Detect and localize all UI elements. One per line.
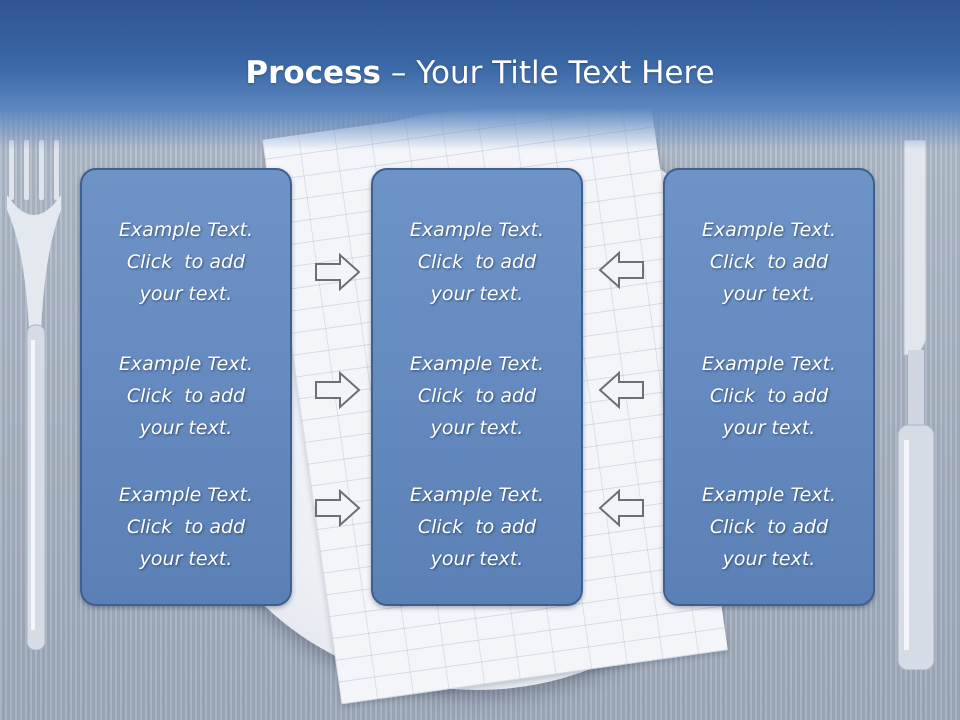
text-line: your text. [139,283,233,305]
text-placeholder[interactable]: Example Text. Click to add your text. [82,479,290,575]
text-line: Click to add [126,385,246,407]
text-placeholder[interactable]: Example Text. Click to add your text. [665,214,873,310]
arrow-right-icon[interactable] [314,252,362,292]
text-line: Click to add [417,516,537,538]
arrow-right-icon[interactable] [314,488,362,528]
text-line: Example Text. [409,219,545,241]
text-placeholder[interactable]: Example Text. Click to add your text. [665,479,873,575]
text-line: Click to add [126,516,246,538]
text-line: Click to add [709,385,829,407]
text-line: Click to add [709,516,829,538]
text-line: Click to add [709,251,829,273]
text-line: Example Text. [701,484,837,506]
arrow-left-icon[interactable] [597,250,645,290]
text-placeholder[interactable]: Example Text. Click to add your text. [665,348,873,444]
text-line: Click to add [126,251,246,273]
text-line: Example Text. [409,484,545,506]
text-placeholder[interactable]: Example Text. Click to add your text. [373,348,581,444]
text-placeholder[interactable]: Example Text. Click to add your text. [373,214,581,310]
fork-image [7,140,61,650]
text-placeholder[interactable]: Example Text. Click to add your text. [373,479,581,575]
text-line: your text. [139,548,233,570]
slide-title[interactable]: Process – Your Title Text Here [0,55,960,91]
text-line: Example Text. [701,353,837,375]
process-box-left[interactable]: Example Text. Click to add your text. Ex… [80,168,292,606]
title-bold-text: Process [245,55,381,91]
process-box-center[interactable]: Example Text. Click to add your text. Ex… [371,168,583,606]
arrow-left-icon[interactable] [597,488,645,528]
arrow-left-icon[interactable] [597,370,645,410]
knife-image [897,140,935,670]
text-line: your text. [430,417,524,439]
text-line: your text. [430,548,524,570]
text-line: Example Text. [118,219,254,241]
text-line: Example Text. [118,353,254,375]
text-line: your text. [430,283,524,305]
text-line: your text. [722,548,816,570]
title-rest-text: – Your Title Text Here [381,55,715,91]
text-line: your text. [722,283,816,305]
text-placeholder[interactable]: Example Text. Click to add your text. [82,214,290,310]
text-line: Example Text. [701,219,837,241]
arrow-right-icon[interactable] [314,370,362,410]
text-line: your text. [722,417,816,439]
text-line: your text. [139,417,233,439]
text-line: Click to add [417,385,537,407]
process-box-right[interactable]: Example Text. Click to add your text. Ex… [663,168,875,606]
text-line: Example Text. [409,353,545,375]
text-line: Click to add [417,251,537,273]
title-bar [0,0,960,150]
text-line: Example Text. [118,484,254,506]
text-placeholder[interactable]: Example Text. Click to add your text. [82,348,290,444]
